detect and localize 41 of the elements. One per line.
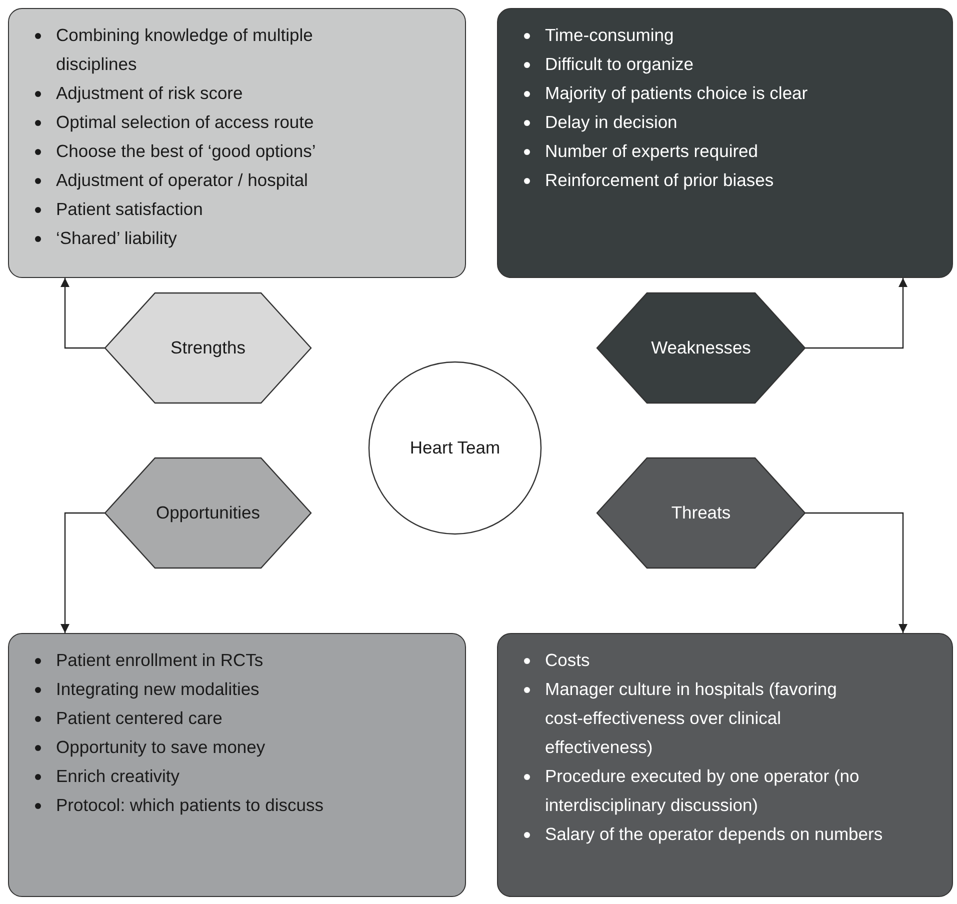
arrow (805, 512, 908, 633)
bullet-item: Adjustment of operator / hospital (56, 169, 308, 192)
bullet-item: Optimal selection of access route (56, 111, 314, 134)
bullet-item: Costs (545, 649, 590, 672)
hexagon-shape (597, 293, 805, 403)
bullet-item: Opportunity to save money (56, 736, 266, 759)
bullet-item: Patient centered care (56, 707, 222, 730)
bullet-item: Choose the best of ‘good options’ (56, 140, 316, 163)
shape-label: Threats (671, 502, 731, 524)
list-panel (8, 633, 466, 897)
hexagon-shape (597, 458, 805, 568)
bullet-item: Difficult to organize (545, 53, 694, 76)
bullet-item: Majority of patients choice is clear (545, 82, 808, 105)
arrow (60, 278, 105, 349)
shape-label: Opportunities (156, 502, 260, 524)
shape-label: Strengths (170, 338, 246, 358)
bullet-item: Procedure executed by one operator (no interdisciplinary discussion) (545, 765, 860, 817)
list-panel (497, 8, 953, 278)
bullet-item: Delay in decision (545, 111, 678, 134)
bullet-item: Salary of the operator depends on numbers (545, 823, 883, 846)
bullet-item: Patient satisfaction (56, 198, 203, 221)
hexagon-shape (105, 293, 311, 403)
bullet-item: Patient enrollment in RCTs (56, 649, 264, 672)
bullet-item: Reinforcement of prior biases (545, 169, 774, 192)
list-panel (497, 633, 953, 897)
shape-label: Heart Team (410, 438, 500, 458)
bullet-item: Number of experts required (545, 140, 758, 163)
bullet-item: Time-consuming (545, 24, 674, 47)
bullet-item: ‘Shared’ liability (56, 227, 177, 250)
arrow (60, 512, 105, 633)
bullet-item: Manager culture in hospitals (favoring cost-effectiveness over clinical effectiveness) (545, 678, 838, 759)
hexagon-shape (105, 458, 311, 568)
shape-label: Weaknesses (651, 338, 751, 358)
bullet-item: Enrich creativity (56, 765, 180, 788)
bullet-item: Integrating new modalities (56, 678, 260, 701)
arrow (805, 278, 908, 349)
bullet-item: Adjustment of risk score (56, 82, 243, 105)
list-panel (8, 8, 466, 278)
bullet-item: Protocol: which patients to discuss (56, 794, 324, 817)
bullet-item: Combining knowledge of multiple disciplines (56, 24, 314, 76)
circle-shape (368, 361, 542, 535)
